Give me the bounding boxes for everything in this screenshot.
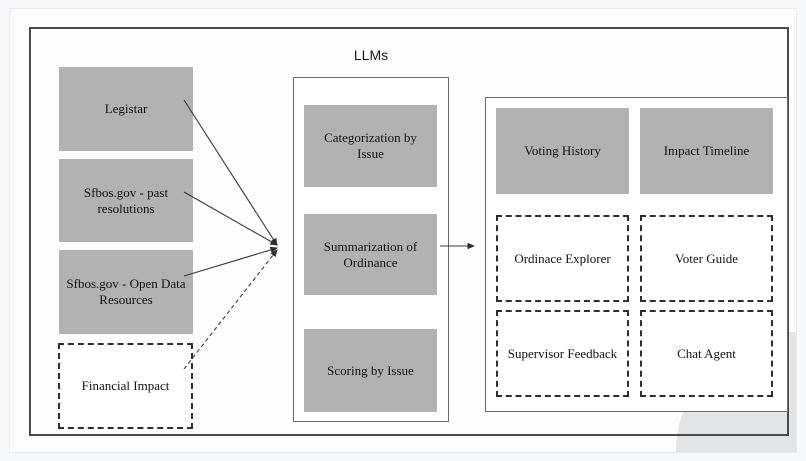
llm-task-label-scoring: Scoring by Issue — [327, 362, 414, 378]
output-node-voting-history[interactable]: Voting History — [496, 108, 629, 194]
diagram-outer-frame — [29, 27, 789, 436]
llm-task-scoring[interactable]: Scoring by Issue — [304, 329, 437, 412]
source-label-past-resolutions: Sfbos.gov - past resolutions — [83, 184, 169, 216]
source-label-legistar: Legistar — [104, 101, 148, 117]
llm-task-label-summarization: Summarization of Ordinance — [323, 238, 418, 270]
output-node-impact-timeline[interactable]: Impact Timeline — [640, 108, 773, 194]
output-node-chat-agent[interactable]: Chat Agent — [640, 310, 773, 397]
output-label-voting-history: Voting History — [524, 143, 601, 159]
slide-canvas: Legistar Sfbos.gov - past resolutions Sf… — [9, 8, 797, 453]
output-label-chat-agent: Chat Agent — [677, 345, 736, 361]
llm-task-categorization[interactable]: Categorization by Issue — [304, 105, 437, 187]
llms-group-title: LLMs — [353, 47, 389, 63]
source-node-past-resolutions[interactable]: Sfbos.gov - past resolutions — [59, 159, 193, 242]
output-node-ordinance-explorer[interactable]: Ordinace Explorer — [496, 215, 629, 302]
output-node-voter-guide[interactable]: Voter Guide — [640, 215, 773, 302]
output-label-impact-timeline: Impact Timeline — [663, 143, 750, 159]
output-node-supervisor-feedback[interactable]: Supervisor Feedback — [496, 310, 629, 397]
llm-task-summarization[interactable]: Summarization of Ordinance — [304, 214, 437, 295]
source-node-financial-impact[interactable]: Financial Impact — [58, 343, 193, 429]
source-node-open-data[interactable]: Sfbos.gov - Open Data Resources — [59, 250, 193, 334]
source-label-financial-impact: Financial Impact — [81, 378, 170, 394]
output-label-supervisor-feedback: Supervisor Feedback — [507, 345, 618, 361]
llm-task-label-categorization: Categorization by Issue — [324, 130, 417, 161]
output-label-voter-guide: Voter Guide — [675, 250, 738, 266]
output-label-ordinance-explorer: Ordinace Explorer — [514, 250, 611, 266]
source-node-legistar[interactable]: Legistar — [59, 67, 193, 151]
source-label-open-data: Sfbos.gov - Open Data Resources — [66, 276, 186, 307]
